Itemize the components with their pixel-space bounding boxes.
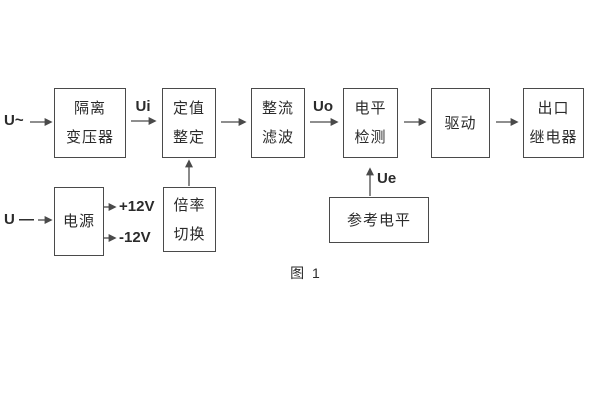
block-label: 继电器 (529, 129, 578, 146)
uo-signal-label: Uo (313, 98, 333, 115)
block-label: 电源 (62, 213, 95, 230)
figure-caption: 图 1 (290, 265, 322, 281)
block-isolation-transformer: 隔离 变压器 (54, 88, 126, 158)
block-level-detector: 电平 检测 (343, 88, 398, 158)
ui-signal-label: Ui (135, 98, 151, 115)
block-output-relay: 出口 继电器 (523, 88, 584, 158)
block-label: 出口 (537, 100, 570, 117)
block-label: 电平 (354, 100, 387, 117)
plus12v-label: +12V (119, 198, 155, 215)
dc-input-label: U — (4, 211, 34, 228)
block-rectifier-filter: 整流 滤波 (251, 88, 305, 158)
block-multiplier-switch: 倍率 切换 (163, 187, 216, 252)
block-driver: 驱动 (431, 88, 490, 158)
ue-signal-label: Ue (377, 170, 397, 187)
block-label: 倍率 (173, 196, 206, 214)
block-label: 隔离 (73, 100, 106, 117)
block-label: 检测 (354, 129, 387, 146)
block-power-supply: 电源 (54, 187, 104, 256)
ac-input-label: U~ (4, 112, 24, 129)
minus12v-label: -12V (119, 229, 151, 246)
block-label: 参考电平 (346, 211, 411, 229)
block-reference-level: 参考电平 (329, 197, 429, 243)
block-label: 滤波 (261, 129, 294, 146)
block-label: 切换 (173, 225, 206, 243)
block-label: 变压器 (65, 129, 114, 146)
block-label: 整流 (261, 100, 294, 117)
block-label: 整定 (172, 129, 205, 146)
block-setting-adjust: 定值 整定 (162, 88, 216, 158)
block-label: 定值 (172, 100, 205, 117)
block-label: 驱动 (444, 114, 477, 132)
